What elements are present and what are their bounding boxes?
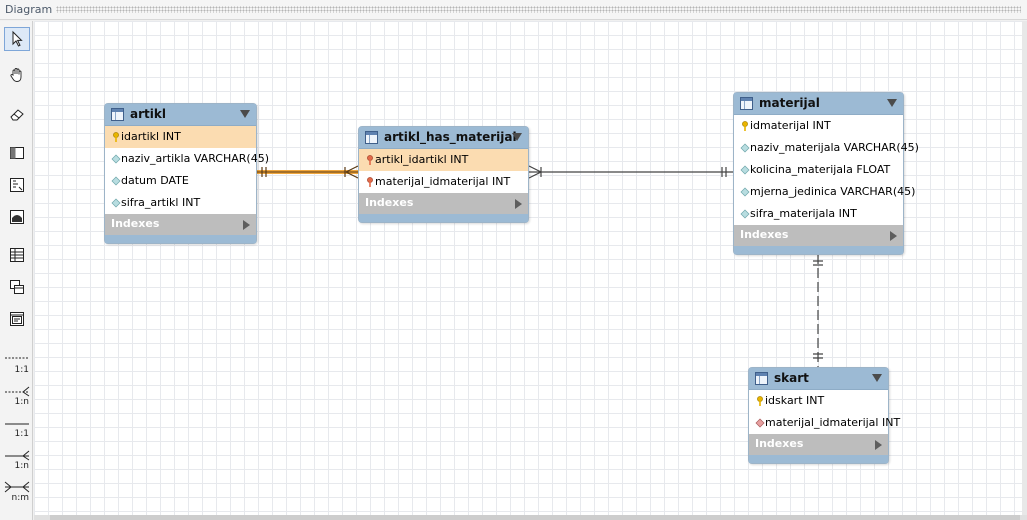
expand-arrow-icon[interactable] (515, 199, 522, 209)
horizontal-scrollbar[interactable] (34, 515, 1027, 520)
relationship-1-n-non-identifying-button[interactable]: 1:n (3, 383, 31, 411)
entity-footer (734, 246, 903, 254)
entity-header[interactable]: materijal (734, 93, 903, 115)
column-diamond-icon (740, 143, 750, 153)
column-row[interactable]: sifra_artikl INT (105, 192, 256, 214)
column-row[interactable]: naziv_materijala VARCHAR(45) (734, 137, 919, 159)
relationship-1-n-icon (5, 386, 30, 397)
table-icon (740, 97, 753, 110)
table-tool-button[interactable] (4, 243, 30, 267)
hand-tool-button[interactable] (4, 63, 30, 87)
vertical-scrollbar[interactable] (1022, 21, 1027, 520)
entity-skart[interactable]: skart idskart INT materijal_idmaterijal … (748, 367, 900, 464)
primary-key-icon (757, 396, 763, 406)
indexes-section[interactable]: Indexes (359, 193, 528, 214)
eraser-icon (10, 109, 24, 121)
entity-name: materijal (759, 96, 820, 110)
image-tool-button[interactable] (4, 205, 30, 229)
collapse-caret-icon[interactable] (240, 110, 250, 118)
foreign-key-diamond-icon (755, 418, 765, 428)
column-diamond-icon (111, 154, 121, 164)
table-icon (365, 131, 378, 144)
indexes-section[interactable]: Indexes (749, 434, 888, 455)
entity-footer (105, 235, 256, 243)
eraser-tool-button[interactable] (4, 102, 30, 126)
collapse-caret-icon[interactable] (872, 374, 882, 382)
layer-icon (10, 147, 24, 159)
relationship-1-1-non-identifying-button[interactable]: 1:1 (3, 351, 31, 379)
column-row[interactable]: idmaterijal INT (734, 115, 903, 137)
relationship-1-1-icon (5, 357, 29, 359)
relationship-1-n-identifying-button[interactable]: 1:n (3, 447, 31, 475)
routine-group-icon (10, 312, 24, 326)
relationship-1-1-identifying-icon (5, 423, 29, 425)
column-row[interactable]: idskart INT (749, 390, 888, 412)
column-row[interactable]: materijal_idmaterijal INT (359, 171, 528, 193)
column-row[interactable]: idartikl INT (105, 126, 256, 148)
routine-group-tool-button[interactable] (4, 307, 30, 331)
panel-title: Diagram (5, 3, 53, 16)
indexes-section[interactable]: Indexes (105, 214, 256, 235)
diagram-panel-header: Diagram (0, 0, 1027, 20)
table-icon (111, 108, 124, 121)
expand-arrow-icon[interactable] (890, 231, 897, 241)
column-row[interactable]: kolicina_materijala FLOAT (734, 159, 903, 181)
foreign-primary-key-icon (367, 177, 373, 187)
column-row[interactable]: artikl_idartikl INT (359, 149, 528, 171)
table-icon (10, 248, 24, 262)
horizontal-scrollbar-thumb[interactable] (50, 515, 1020, 520)
column-row[interactable]: sifra_materijala INT (734, 203, 903, 225)
table-icon (755, 372, 768, 385)
entity-artikl-has-materijal[interactable]: artikl_has_materijal artikl_idartikl INT… (358, 126, 529, 223)
primary-key-icon (742, 121, 748, 131)
view-icon (10, 280, 24, 294)
collapse-caret-icon[interactable] (512, 133, 522, 141)
pointer-icon (12, 30, 23, 47)
entity-name: artikl (130, 107, 166, 121)
relationship-1-1-identifying-button[interactable]: 1:1 (3, 415, 31, 443)
entity-header[interactable]: skart (749, 368, 888, 390)
column-diamond-icon (111, 176, 121, 186)
column-row[interactable]: naziv_artikla VARCHAR(45) (105, 148, 269, 170)
column-diamond-icon (111, 198, 121, 208)
column-diamond-icon (740, 165, 750, 175)
hand-icon (10, 68, 22, 82)
entity-name: artikl_has_materijal (384, 130, 517, 144)
panel-drag-grip[interactable] (56, 6, 1021, 13)
entity-materijal[interactable]: materijal idmaterijal INT naziv_materija… (733, 92, 919, 255)
view-tool-button[interactable] (4, 275, 30, 299)
column-diamond-icon (740, 187, 750, 197)
foreign-primary-key-icon (367, 155, 373, 165)
entity-name: skart (774, 371, 809, 385)
image-icon (10, 210, 24, 224)
primary-key-icon (113, 132, 119, 142)
relationship-1-n-identifying-icon (5, 450, 30, 461)
entity-header[interactable]: artikl_has_materijal (359, 127, 528, 149)
collapse-caret-icon[interactable] (887, 99, 897, 107)
column-row[interactable]: mjerna_jedinica VARCHAR(45) (734, 181, 915, 203)
column-row[interactable]: datum DATE (105, 170, 256, 192)
select-tool-button[interactable] (4, 27, 30, 51)
expand-arrow-icon[interactable] (875, 440, 882, 450)
entity-header[interactable]: artikl (105, 104, 256, 126)
relationship-n-m-icon (4, 481, 30, 493)
indexes-section[interactable]: Indexes (734, 225, 903, 246)
note-icon (10, 178, 24, 192)
entity-footer (359, 214, 528, 222)
column-row[interactable]: materijal_idmaterijal INT (749, 412, 900, 434)
column-diamond-icon (740, 209, 750, 219)
diagram-toolbar: 1:1 1:n 1:1 1:n n:m (0, 21, 33, 520)
entity-footer (749, 455, 888, 463)
note-tool-button[interactable] (4, 173, 30, 197)
entity-artikl[interactable]: artikl idartikl INT naziv_artikla VARCHA… (104, 103, 269, 244)
layer-tool-button[interactable] (4, 141, 30, 165)
expand-arrow-icon[interactable] (243, 220, 250, 230)
relationship-n-m-button[interactable]: n:m (3, 479, 31, 507)
